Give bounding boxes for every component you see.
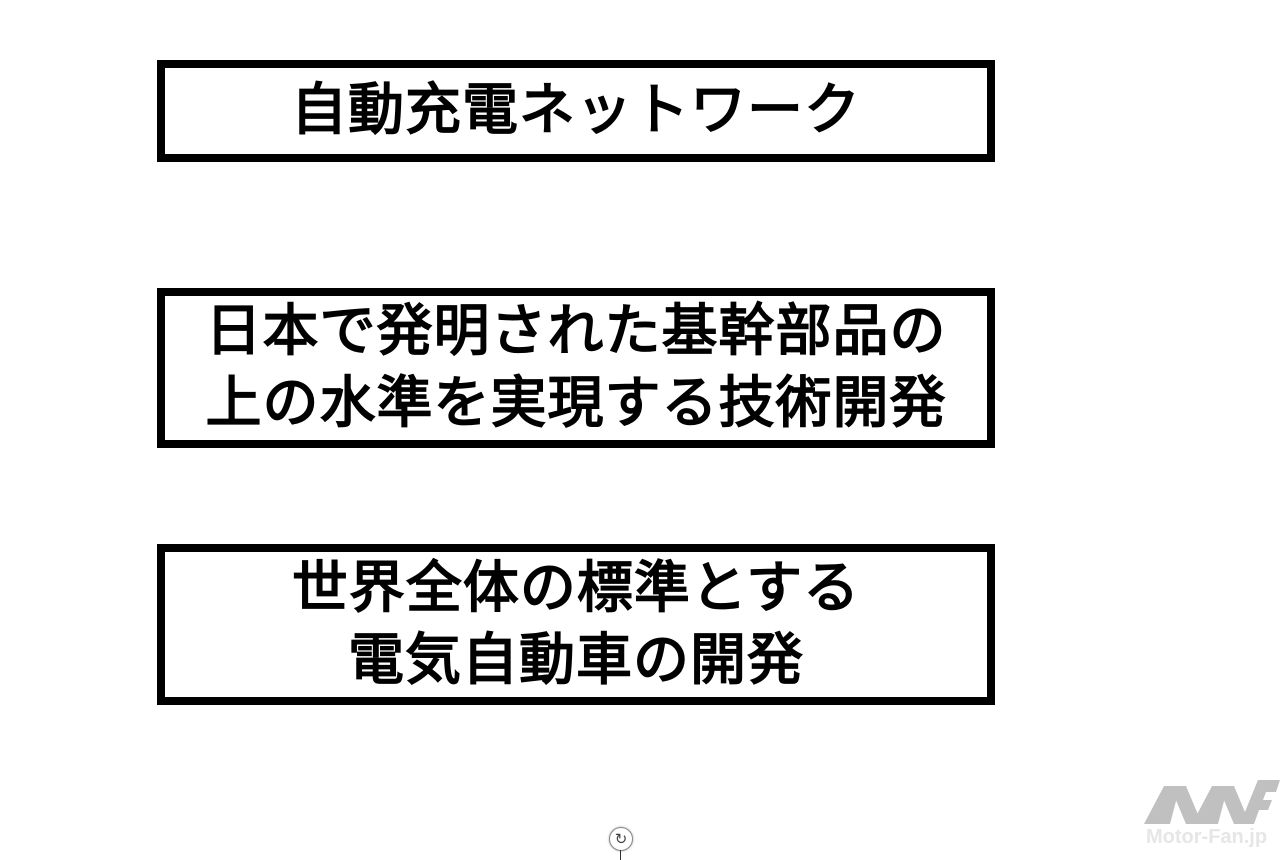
box-text-line: 自動充電ネットワーク (291, 78, 861, 143)
text-box-ev-development[interactable]: 世界全体の標準とする 電気自動車の開発 (157, 544, 995, 705)
box-text-line: 電気自動車の開発 (348, 627, 804, 693)
rotate-handle-stem (620, 850, 621, 860)
text-box-core-components[interactable]: 日本で発明された基幹部品の 上の水準を実現する技術開発 (157, 288, 995, 448)
box-text-line: 世界全体の標準とする (291, 555, 861, 621)
rotate-icon[interactable]: ↻ (609, 827, 633, 851)
watermark-text: Motor-Fan.jp (1146, 826, 1268, 848)
motor-fan-logo (1144, 780, 1280, 824)
text-box-charging-network[interactable]: 自動充電ネットワーク (157, 60, 995, 162)
box-text-line: 上の水準を実現する技術開発 (205, 371, 947, 436)
box-text-line: 日本で発明された基幹部品の (205, 299, 947, 364)
